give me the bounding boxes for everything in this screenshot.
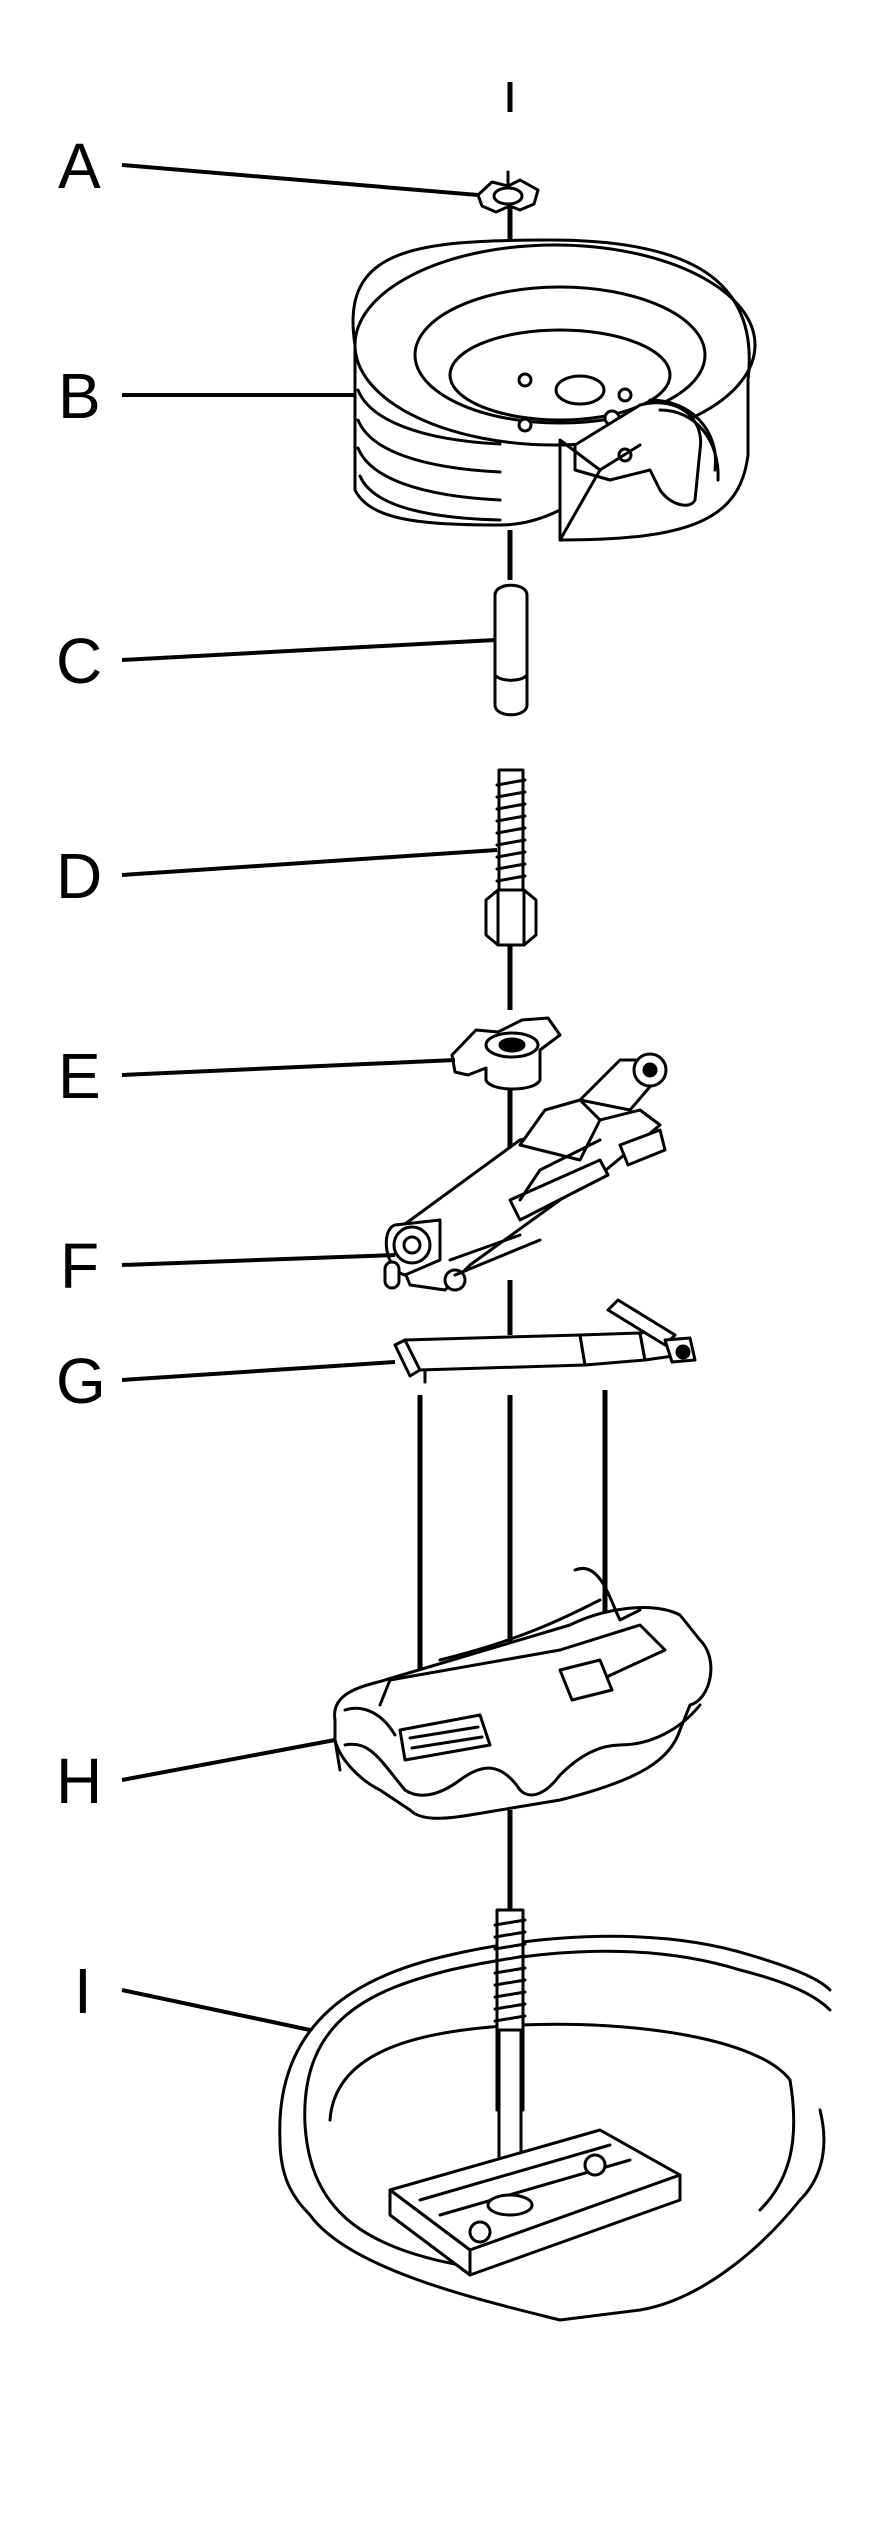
callout-f: F [60,1230,99,1302]
leader-h [121,1738,336,1782]
part-f-scissor-jack [383,1052,668,1292]
part-a-wing-nut [476,170,540,214]
part-e-wing-adapter [450,1016,562,1091]
part-b-spare-tire [351,238,757,542]
callout-c: C [56,625,102,697]
part-d-threaded-bolt [484,768,538,947]
callout-d: D [56,840,102,912]
callout-e: E [58,1040,101,1112]
leader-f [121,1253,396,1267]
part-c-spacer-sleeve [493,583,529,717]
part-h-foam-tool-holder [333,1566,713,1820]
leader-d [121,848,498,877]
callout-g: G [56,1345,106,1417]
center-axis-lines [417,82,608,1910]
leader-lines [121,163,498,2032]
part-g-jack-handle [393,1298,697,1384]
leader-a [121,163,479,197]
part-i-tire-well-bracket [278,1908,832,2322]
callout-i: I [74,1955,92,2027]
leader-c [121,638,496,662]
callout-labels: A B C D E F G H I [56,130,106,2027]
callout-b: B [58,360,101,432]
callout-a: A [58,130,101,202]
callout-h: H [56,1745,102,1817]
leader-i [121,1988,311,2032]
leader-e [121,1058,456,1077]
leader-g [121,1360,396,1382]
